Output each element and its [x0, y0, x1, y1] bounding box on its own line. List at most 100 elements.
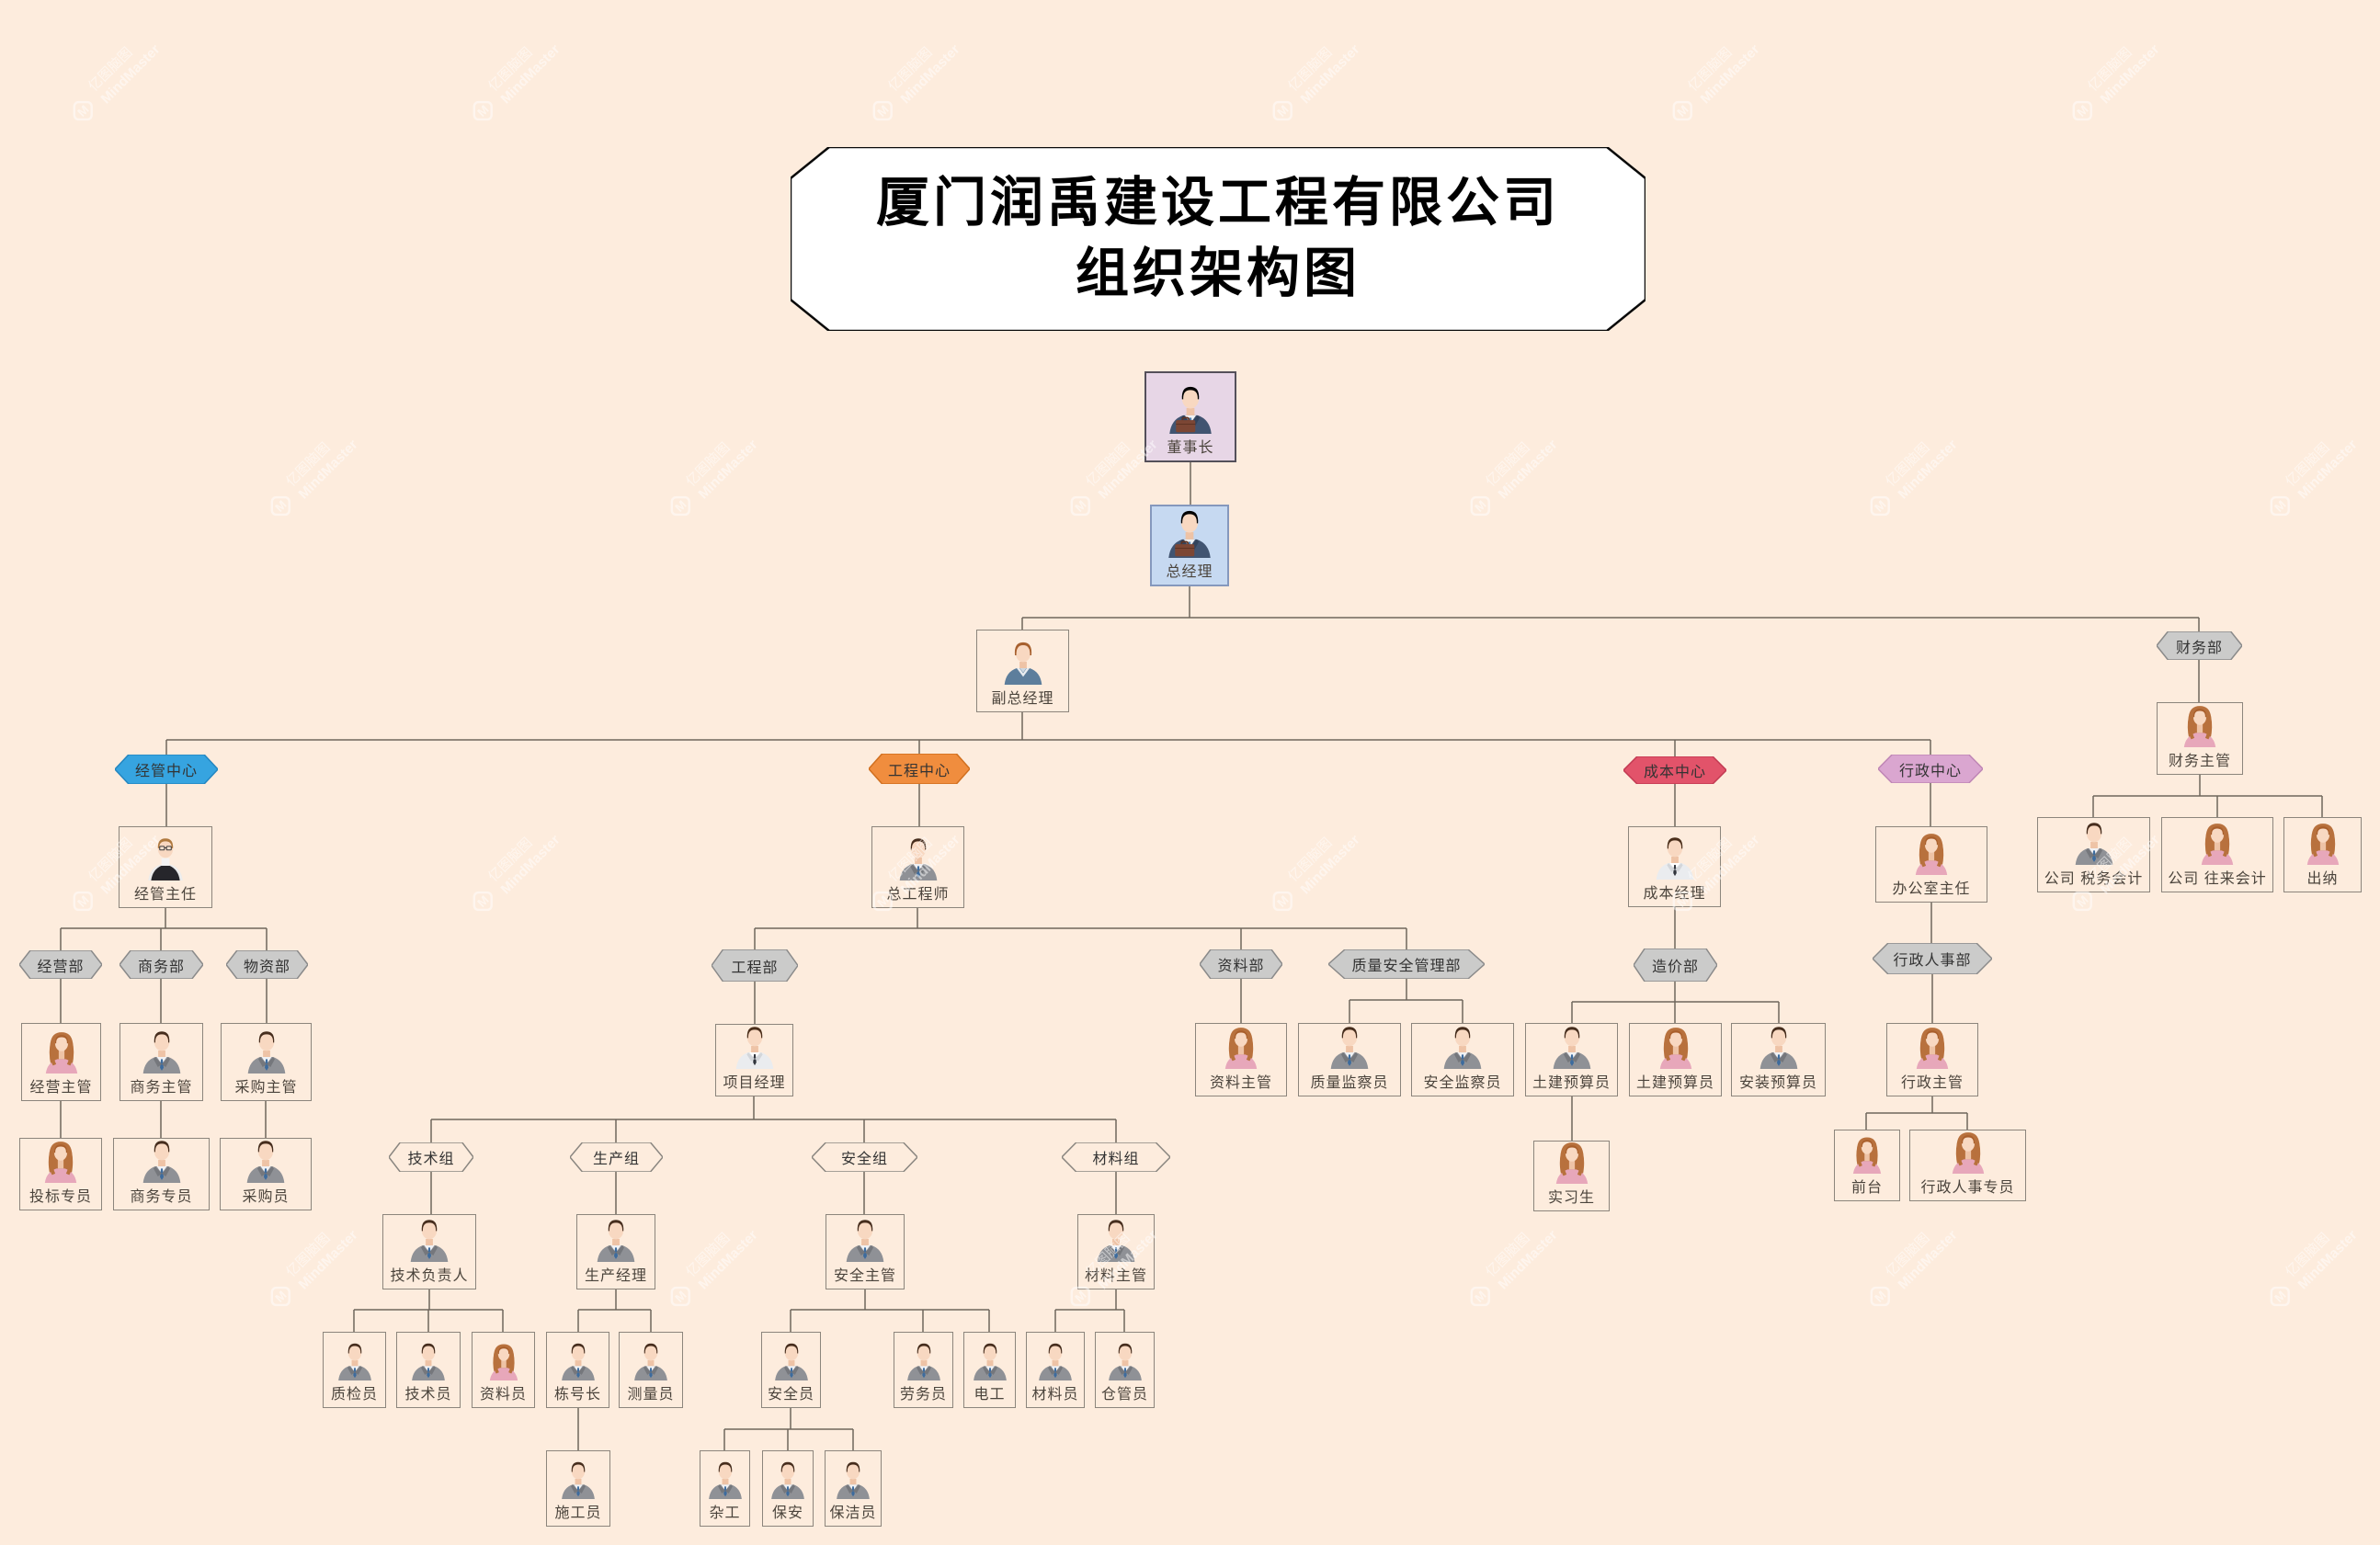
- person-woman-icon: [38, 1137, 84, 1183]
- node-civil-estimator-1[interactable]: 土建预算员: [1525, 1023, 1618, 1096]
- node-project-manager[interactable]: 项目经理: [715, 1024, 793, 1096]
- node-operations-supervisor[interactable]: 经营主管: [21, 1023, 101, 1101]
- node-cost-manager[interactable]: 成本经理: [1628, 826, 1721, 907]
- node-label: 土建预算员: [1635, 1075, 1714, 1091]
- node-admin-center[interactable]: 行政中心: [1878, 755, 1983, 783]
- node-intern[interactable]: 实习生: [1533, 1141, 1610, 1211]
- node-label: 仓管员: [1100, 1387, 1148, 1403]
- node-handyman[interactable]: 杂工: [700, 1450, 750, 1527]
- person-suit-icon: [593, 1216, 639, 1262]
- node-engineering-center[interactable]: 工程中心: [869, 754, 970, 784]
- person-suit-icon: [895, 835, 941, 880]
- node-business-supervisor[interactable]: 商务主管: [120, 1023, 203, 1101]
- node-warehouse-keeper[interactable]: 仓管员: [1095, 1332, 1155, 1408]
- node-tax-accountant[interactable]: 公司 税务会计: [2037, 817, 2150, 892]
- node-building-foreman[interactable]: 栋号长: [546, 1332, 609, 1408]
- node-installation-estimator[interactable]: 安装预算员: [1731, 1023, 1826, 1096]
- hexagon-shape: [120, 950, 203, 979]
- node-construction-worker[interactable]: 施工员: [546, 1450, 610, 1527]
- node-safety-inspector[interactable]: 安全监察员: [1411, 1023, 1514, 1096]
- node-quality-inspector[interactable]: 质量监察员: [1298, 1023, 1401, 1096]
- node-admin-hr-dept[interactable]: 行政人事部: [1873, 943, 1992, 974]
- node-laborer[interactable]: 劳务员: [894, 1332, 953, 1408]
- person-woman-icon: [484, 1340, 524, 1380]
- person-suit-icon: [243, 1137, 289, 1183]
- node-receptionist[interactable]: 前台: [1834, 1130, 1900, 1201]
- node-cleaner[interactable]: 保洁员: [825, 1450, 882, 1527]
- hexagon-shape: [1634, 949, 1717, 982]
- node-label: 实习生: [1547, 1190, 1595, 1206]
- node-chairman[interactable]: 董事长: [1144, 371, 1236, 462]
- node-surveyor[interactable]: 测量员: [619, 1332, 683, 1408]
- node-electrician[interactable]: 电工: [963, 1332, 1016, 1408]
- node-cost-dept[interactable]: 造价部: [1634, 949, 1717, 982]
- node-admin-supervisor[interactable]: 行政主管: [1886, 1023, 1978, 1096]
- node-label: 栋号长: [553, 1387, 601, 1403]
- node-civil-estimator-2[interactable]: 土建预算员: [1629, 1023, 1722, 1096]
- person-briefcase-icon: [1165, 382, 1216, 434]
- node-label: 公司 往来会计: [2168, 871, 2267, 887]
- node-label: 质量监察员: [1310, 1075, 1389, 1091]
- node-material-supervisor[interactable]: 材料主管: [1077, 1214, 1155, 1289]
- node-deputy-general-manager[interactable]: 副总经理: [976, 630, 1069, 712]
- node-documentation-supervisor[interactable]: 资料主管: [1195, 1023, 1287, 1096]
- node-technical-lead[interactable]: 技术负责人: [382, 1214, 476, 1289]
- node-business-specialist[interactable]: 商务专员: [113, 1138, 210, 1210]
- person-suit-icon: [335, 1340, 375, 1380]
- node-cost-center[interactable]: 成本中心: [1623, 756, 1726, 784]
- node-business-dept[interactable]: 商务部: [120, 950, 203, 979]
- node-engineering-dept[interactable]: 工程部: [712, 949, 798, 982]
- node-safety-officer[interactable]: 安全员: [761, 1332, 821, 1408]
- node-finance-dept[interactable]: 财务部: [2157, 631, 2242, 660]
- node-technical-group[interactable]: 技术组: [389, 1142, 473, 1172]
- person-suit-icon: [1440, 1023, 1486, 1069]
- node-safety-supervisor[interactable]: 安全主管: [826, 1214, 905, 1289]
- node-procurement-supervisor[interactable]: 采购主管: [221, 1023, 312, 1101]
- node-safety-group[interactable]: 安全组: [812, 1142, 917, 1172]
- node-security-guard[interactable]: 保安: [762, 1450, 814, 1527]
- node-quality-safety-dept[interactable]: 质量安全管理部: [1328, 949, 1485, 979]
- node-chief-engineer[interactable]: 总工程师: [871, 826, 964, 908]
- node-materials-dept[interactable]: 物资部: [226, 950, 308, 979]
- node-label: 行政主管: [1900, 1075, 1964, 1091]
- node-label: 工程部: [731, 960, 779, 976]
- node-management-director[interactable]: 经管主任: [119, 826, 212, 908]
- person-suit-icon: [2071, 819, 2117, 865]
- node-operations-dept[interactable]: 经营部: [19, 950, 102, 979]
- person-woman-icon: [1218, 1023, 1264, 1069]
- node-label: 造价部: [1651, 960, 1699, 975]
- node-general-manager[interactable]: 总经理: [1150, 505, 1229, 586]
- person-suit-icon: [139, 1028, 185, 1074]
- node-technician[interactable]: 技术员: [396, 1332, 461, 1408]
- hexagon-shape: [115, 755, 218, 784]
- node-material-group[interactable]: 材料组: [1062, 1142, 1170, 1172]
- person-suit-icon: [1756, 1023, 1802, 1069]
- node-admin-hr-specialist[interactable]: 行政人事专员: [1909, 1130, 2026, 1201]
- node-current-accountant[interactable]: 公司 往来会计: [2161, 817, 2273, 892]
- node-office-director[interactable]: 办公室主任: [1875, 826, 1987, 903]
- node-label: 总经理: [1166, 564, 1213, 580]
- node-material-clerk[interactable]: 材料员: [1026, 1332, 1085, 1408]
- node-label: 工程中心: [887, 763, 951, 779]
- node-label: 材料员: [1031, 1387, 1079, 1403]
- node-label: 材料主管: [1084, 1268, 1147, 1284]
- node-label: 前台: [1850, 1180, 1883, 1196]
- chart-title[interactable]: 厦门润禹建设工程有限公司 组织架构图: [791, 147, 1646, 331]
- node-cashier[interactable]: 出纳: [2283, 817, 2362, 892]
- node-documentation-clerk[interactable]: 资料员: [472, 1332, 535, 1408]
- node-bidding-specialist[interactable]: 投标专员: [19, 1138, 102, 1210]
- node-production-group[interactable]: 生产组: [570, 1142, 663, 1172]
- person-suit-icon: [833, 1459, 873, 1499]
- node-purchaser[interactable]: 采购员: [220, 1138, 312, 1210]
- node-production-manager[interactable]: 生产经理: [576, 1214, 655, 1289]
- node-documentation-dept[interactable]: 资料部: [1200, 949, 1282, 979]
- node-label: 项目经理: [723, 1075, 786, 1091]
- node-finance-supervisor[interactable]: 财务主管: [2157, 702, 2243, 775]
- node-label: 投标专员: [28, 1189, 92, 1205]
- node-quality-checker[interactable]: 质检员: [323, 1332, 386, 1408]
- node-label: 经营部: [37, 959, 85, 975]
- person-woman-icon: [1945, 1128, 1991, 1174]
- person-sweater-icon: [1000, 639, 1046, 685]
- node-management-center[interactable]: 经管中心: [115, 755, 218, 784]
